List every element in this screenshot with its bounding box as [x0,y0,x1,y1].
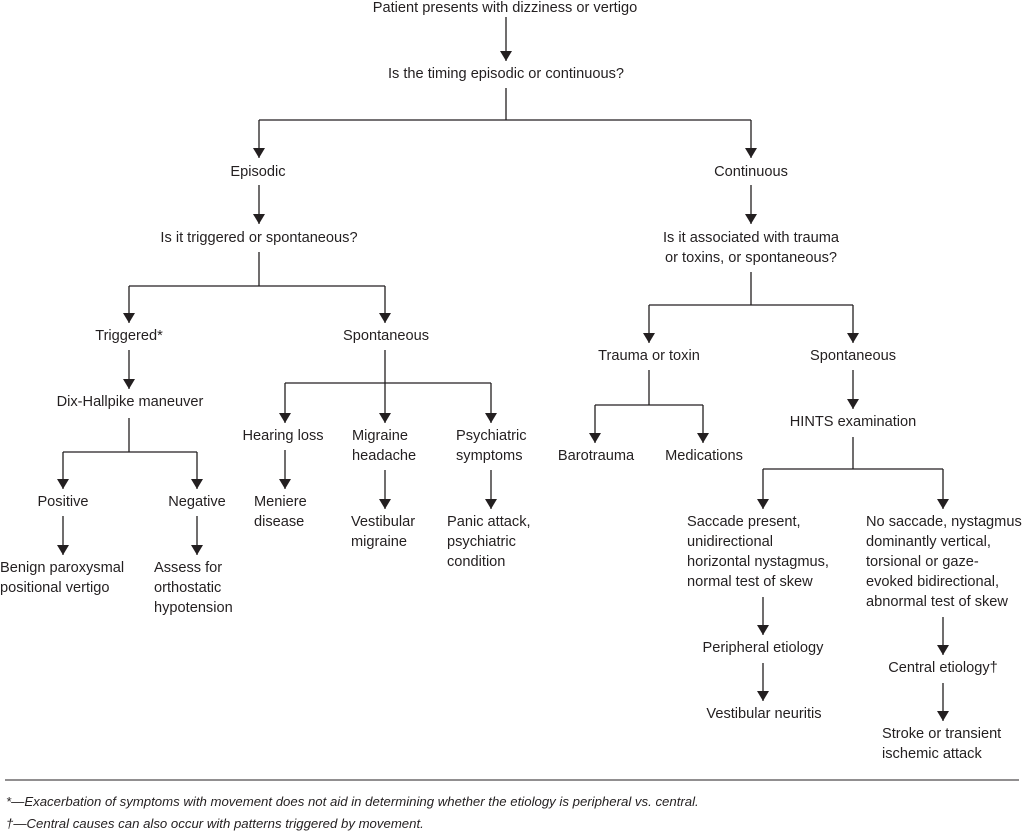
node-vestibular-migraine: Vestibular migraine [351,514,416,550]
node-barotrauma: Barotrauma [557,448,635,464]
node-assess-orthostatic: Assess for orthostatic hypotension [154,560,233,616]
node-stroke-tia: Stroke or transient ischemic attack [882,726,1002,762]
connector-spontaneous-split [285,350,491,384]
node-saccade-present: Saccade present, unidirectional horizont… [687,514,829,590]
node-panic-attack: Panic attack, psychiatric condition [447,514,531,570]
node-continuous: Continuous [714,164,788,180]
node-triggered: Triggered* [95,328,163,344]
node-timing-question: Is the timing episodic or continuous? [387,66,625,82]
connector-hints-split [763,437,943,470]
connector-timing-split [259,88,751,121]
node-migraine-headache: Migraine headache [352,428,417,464]
node-hints-examination: HINTS examination [789,414,917,430]
connector-trauma-toxin-split [595,370,703,406]
node-spontaneous-continuous: Spontaneous [809,348,897,364]
node-triggered-question: Is it triggered or spontaneous? [160,230,358,246]
connector-triggered-split [129,252,385,287]
node-meniere-disease: Meniere disease [254,494,307,530]
node-trauma-toxin: Trauma or toxin [598,348,700,364]
connector-dix-split [63,418,197,453]
node-bppv: Benign paroxysmal positional vertigo [0,560,125,596]
node-dix-hallpike: Dix-Hallpike maneuver [56,394,204,410]
node-hearing-loss: Hearing loss [242,428,324,444]
footnote-star: *—Exacerbation of symptoms with movement… [6,794,699,809]
node-no-saccade: No saccade, nystagmus dominantly vertica… [866,514,1022,610]
node-positive: Positive [37,494,89,510]
node-psychiatric-symptoms: Psychiatric symptoms [456,428,527,464]
node-central-etiology: Central etiology† [888,660,998,676]
connector-trauma-split [649,272,853,306]
node-peripheral-etiology: Peripheral etiology [702,640,824,656]
node-vestibular-neuritis: Vestibular neuritis [706,706,822,722]
node-episodic: Episodic [230,164,286,180]
node-medications: Medications [665,448,743,464]
node-spontaneous-episodic: Spontaneous [342,328,430,344]
node-negative: Negative [168,494,226,510]
node-trauma-question: Is it associated with trauma or toxins, … [662,230,840,266]
node-start: Patient presents with dizziness or verti… [372,0,638,16]
footnote-dagger: †—Central causes can also occur with pat… [6,816,424,831]
